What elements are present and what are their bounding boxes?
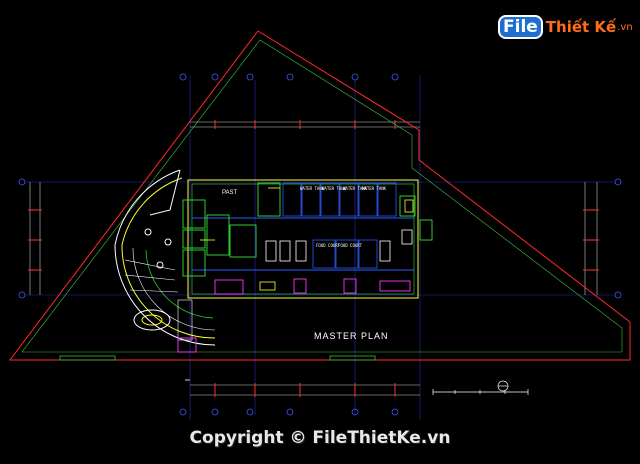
building-outline [187, 179, 419, 299]
vats [265, 229, 413, 262]
room-label: WATER TANK [300, 186, 325, 191]
room-label: FOOD COURT [338, 243, 363, 248]
grid-bubbles [18, 73, 622, 416]
scale-bar [432, 380, 529, 395]
yellow-marks [200, 187, 414, 291]
watermark-text: Thiết Kế [545, 18, 617, 36]
inner-boundary [21, 39, 623, 353]
watermark-tld: .vn [617, 21, 633, 33]
watermark-badge: File [498, 15, 543, 39]
master-plan-title: MASTER PLAN [314, 331, 389, 341]
copyright-notice: Copyright © FileThietKe.vn [189, 428, 451, 448]
green-rooms [182, 182, 433, 277]
dimension-ticks [28, 120, 599, 397]
stall-units [282, 182, 397, 269]
watermark-logo: File Thiết Kế .vn [498, 12, 633, 42]
zone-label: PAST [222, 190, 238, 196]
circular-pavilion [114, 169, 216, 353]
bottom-details [59, 355, 376, 381]
dimension-lines [29, 121, 598, 396]
site-boundary [8, 30, 631, 361]
magenta-elements [214, 278, 411, 295]
grid-lines [25, 75, 615, 420]
room-label: WATER TANK [362, 186, 387, 191]
room-label: WATER TANK [343, 186, 368, 191]
room-label: WATER TANK [322, 186, 347, 191]
room-label: FOOD COURT [316, 243, 341, 248]
